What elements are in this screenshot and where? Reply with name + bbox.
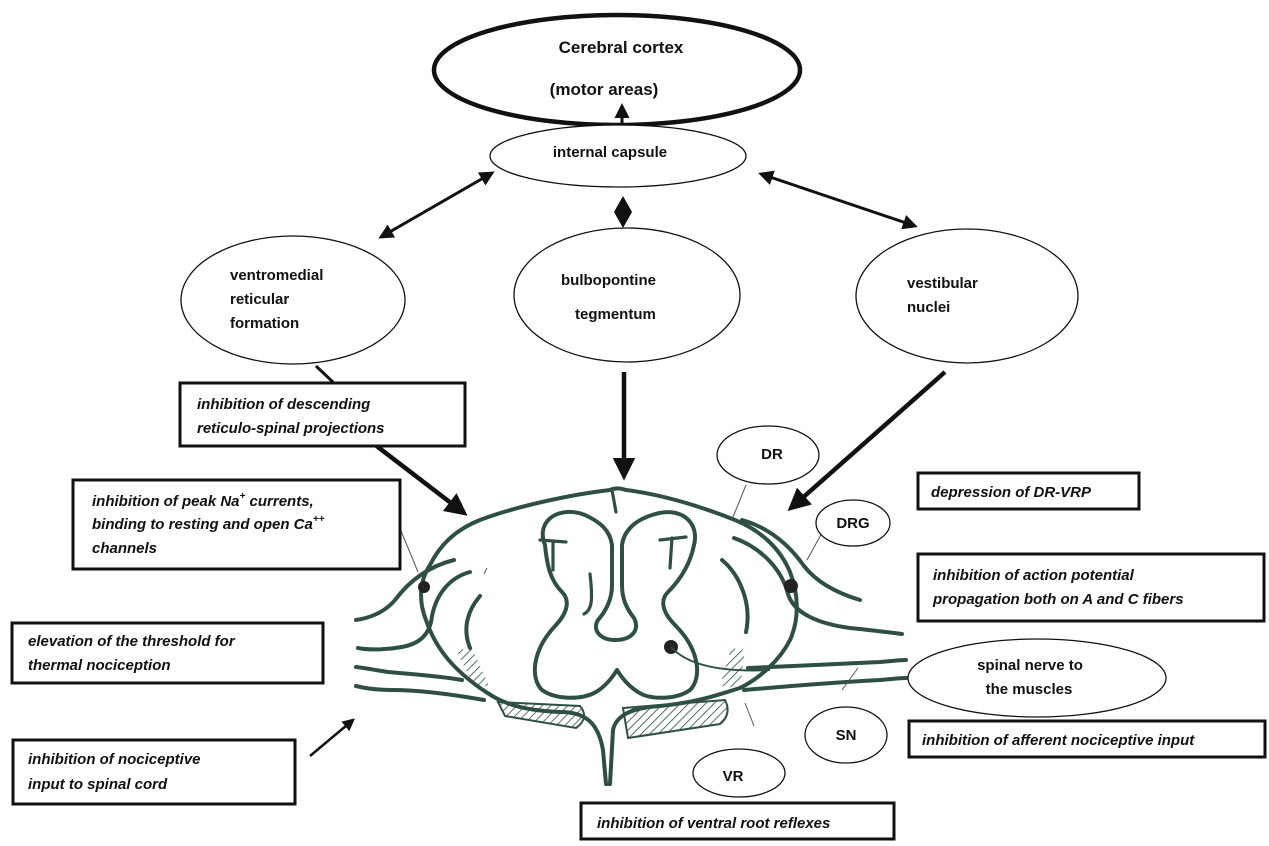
na-line-3: channels <box>92 540 157 557</box>
na-line-1: inhibition of peak Na+ currents, <box>92 491 314 510</box>
internal-capsule-node: internal capsule <box>489 124 747 188</box>
reticular-to-cord-arrow <box>372 442 468 516</box>
nociceptive-input-arrow <box>309 718 355 757</box>
right-dorsal-root-outer <box>740 518 862 602</box>
gray-matter-butterfly <box>532 509 699 700</box>
drg-node: DRG <box>815 499 891 547</box>
sn-node: SN <box>804 706 888 764</box>
vestibular-label-1: vestibular <box>907 275 978 292</box>
ventral-hatch-right <box>621 698 729 740</box>
dr-label: DR <box>761 446 783 463</box>
capsule-label: internal capsule <box>553 144 667 161</box>
vestibular-to-cord-arrow <box>787 370 947 511</box>
left-dorsal-root-inner <box>356 570 472 652</box>
dorsal-horn-mark-left <box>538 538 568 572</box>
sn-label: SN <box>836 727 857 744</box>
nociceptive-line-1: inhibition of nociceptive <box>28 751 201 768</box>
vr-label: VR <box>723 768 744 785</box>
vr-node: VR <box>692 748 786 798</box>
lateral-hatch-right <box>720 648 745 688</box>
action-line-2: propagation both on A and C fibers <box>932 591 1184 608</box>
bulbo-label-2: tegmentum <box>575 306 656 323</box>
right-dorsal-root-inner <box>732 536 904 636</box>
spinal-nerve-label-1: spinal nerve to <box>977 657 1083 674</box>
box-na-ca-channels: inhibition of peak Na+ currents, binding… <box>71 478 402 571</box>
spinal-nerve-label-2: the muscles <box>986 681 1073 698</box>
spinal-nerve-node: spinal nerve to the muscles <box>907 638 1167 718</box>
cortex-label-2: (motor areas) <box>550 80 659 99</box>
descending-line-1: inhibition of descending <box>197 396 370 413</box>
pointer-dr <box>732 484 747 518</box>
bulbopontine-tegmentum-node: bulbopontine tegmentum <box>513 227 741 363</box>
box-descending-projections: inhibition of descending reticulo-spinal… <box>178 381 467 448</box>
pointer-drg <box>806 530 824 561</box>
right-ventral-root-1 <box>746 658 908 670</box>
na-line-2: binding to resting and open Ca++ <box>92 514 325 533</box>
right-ventral-root-2 <box>742 676 908 692</box>
right-ganglion-cell <box>784 579 798 593</box>
vestibular-label-2: nuclei <box>907 299 950 316</box>
nociceptive-line-2: input to spinal cord <box>28 776 168 793</box>
capsule-reticular-arrow <box>378 171 495 239</box>
action-line-1: inhibition of action potential <box>933 567 1135 584</box>
left-ventral-root-1 <box>354 665 464 682</box>
right-ganglion-wall <box>720 558 750 634</box>
box-dr-vrp: depression of DR-VRP <box>916 471 1141 511</box>
left-ventral-root-2 <box>354 684 486 702</box>
commissure-left <box>582 572 594 616</box>
reticular-label-2: reticular <box>230 291 289 308</box>
left-ganglion-wall <box>464 594 482 650</box>
ventral-label: inhibition of ventral root reflexes <box>597 815 830 832</box>
box-action-potential: inhibition of action potential propagati… <box>916 552 1266 623</box>
drg-label: DRG <box>836 515 869 532</box>
lateral-hatch-left <box>456 648 489 686</box>
descending-line-2: reticulo-spinal projections <box>197 420 385 437</box>
pointer-na-box <box>398 525 419 573</box>
reticular-label-1: ventromedial <box>230 267 323 284</box>
reticular-formation-node: ventromedial reticular formation <box>180 235 406 365</box>
cortex-label-1: Cerebral cortex <box>559 38 684 57</box>
reticular-label-3: formation <box>230 315 299 332</box>
pointer-mark <box>483 567 488 575</box>
dorsal-sulcus <box>610 488 618 514</box>
box-afferent-input: inhibition of afferent nociceptive input <box>907 719 1267 759</box>
vestibular-nuclei-node: vestibular nuclei <box>855 228 1079 364</box>
bulbo-label-1: bulbopontine <box>561 272 656 289</box>
drvrp-label: depression of DR-VRP <box>931 484 1092 501</box>
pointer-vr <box>744 702 755 727</box>
motor-axon <box>670 646 771 672</box>
afferent-label: inhibition of afferent nociceptive input <box>922 732 1195 749</box>
cord-outline <box>419 486 799 786</box>
left-dorsal-root-outer <box>354 558 456 622</box>
reticular-descending-stub <box>314 364 337 386</box>
box-thermal-nociception: elevation of the threshold for thermal n… <box>10 621 325 685</box>
cerebral-cortex-node: Cerebral cortex (motor areas) <box>431 12 803 128</box>
capsule-bulbo-diamond <box>614 196 632 228</box>
box-ventral-root-reflexes: inhibition of ventral root reflexes <box>579 801 896 841</box>
spinal-cord-cross-section <box>354 486 908 786</box>
box-nociceptive-input: inhibition of nociceptive input to spina… <box>11 738 297 806</box>
dorsal-horn-mark-right <box>658 535 688 570</box>
dr-node: DR <box>716 425 820 485</box>
left-ganglion-cell <box>418 581 430 593</box>
capsule-vestibular-arrow <box>758 170 918 230</box>
pointer-sn <box>841 667 859 691</box>
thermal-line-1: elevation of the threshold for <box>28 633 236 650</box>
thermal-line-2: thermal nociception <box>28 657 171 674</box>
